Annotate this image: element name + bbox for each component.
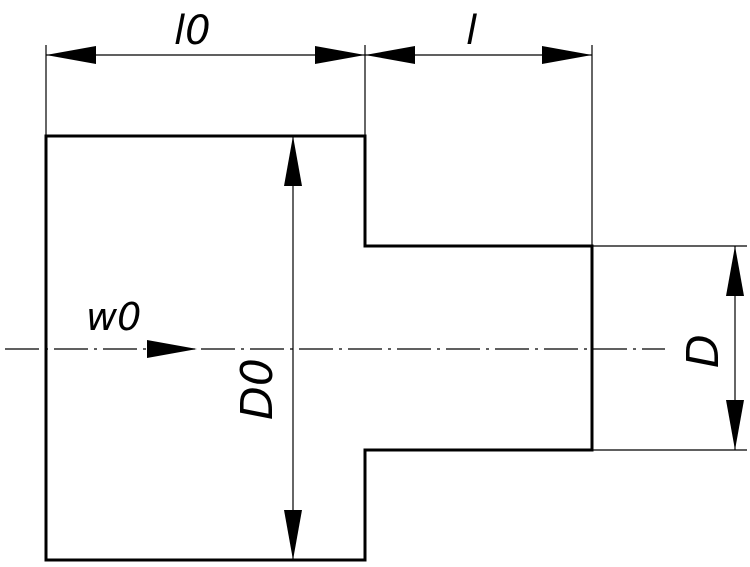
arrowhead-d-top xyxy=(726,246,744,296)
label-d0: D0 xyxy=(232,358,283,420)
label-d: D xyxy=(678,334,729,368)
arrowhead-l-left xyxy=(365,46,415,64)
arrowhead-d-bottom xyxy=(726,400,744,450)
label-l0: l0 xyxy=(174,8,211,54)
label-w0: w0 xyxy=(86,295,141,339)
label-l: l xyxy=(466,8,477,54)
dimension-d0 xyxy=(284,136,302,560)
dimension-l0 xyxy=(46,46,365,64)
arrowhead-l-right xyxy=(542,46,592,64)
arrowhead-d0-top xyxy=(284,136,302,186)
dimension-d xyxy=(726,246,744,450)
arrowhead-l0-left xyxy=(46,46,96,64)
arrowhead-l0-right xyxy=(315,46,365,64)
flow-arrow-w0 xyxy=(147,340,197,358)
arrowhead-d0-bottom xyxy=(284,510,302,560)
body-outline xyxy=(44,134,594,562)
dimension-l xyxy=(365,46,592,64)
